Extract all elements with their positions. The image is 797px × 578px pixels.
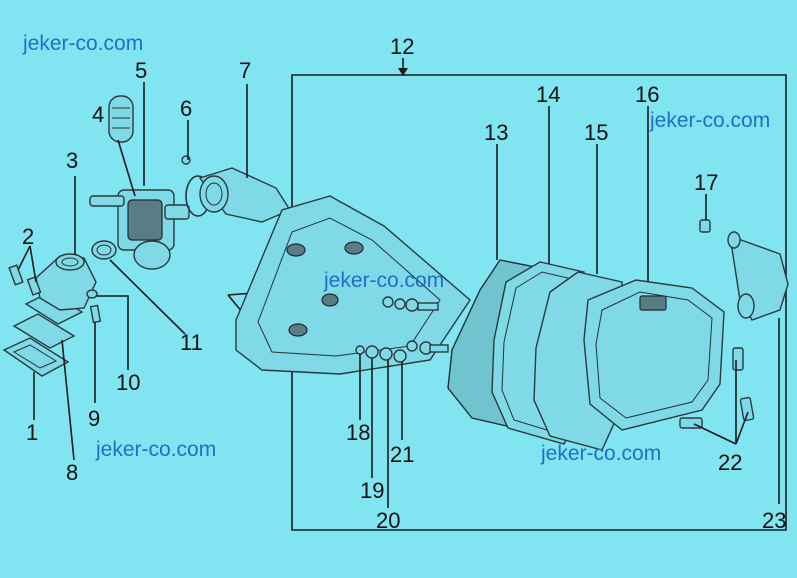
callout-8: 8	[66, 460, 78, 485]
watermark-bottom-right: jeker-co.com	[540, 442, 661, 465]
cap-17	[699, 219, 711, 233]
callout-19: 19	[360, 478, 384, 503]
callout-11: 11	[180, 330, 203, 355]
callout-6: 6	[180, 96, 192, 121]
callout-15: 15	[584, 120, 608, 145]
callout-16: 16	[635, 82, 659, 107]
callout-17: 17	[694, 170, 718, 195]
clamp-11	[91, 240, 117, 260]
bolt-lower-set	[355, 340, 449, 363]
callout-7: 7	[239, 58, 251, 83]
callout-14: 14	[536, 82, 560, 107]
leader-lines	[17, 82, 780, 508]
callout-12: 12	[390, 34, 414, 59]
callout-23: 23	[762, 508, 786, 533]
washer-10	[86, 289, 98, 299]
callout-2: 2	[22, 224, 34, 249]
callout-4: 4	[92, 102, 104, 127]
filter-4	[108, 95, 134, 143]
watermark-top-right: jeker-co.com	[649, 109, 770, 132]
intake-duct-23	[727, 231, 789, 321]
callout-3: 3	[66, 148, 78, 173]
bolt-upper-set	[382, 296, 439, 312]
callout-5: 5	[135, 58, 147, 83]
callout-13: 13	[484, 120, 508, 145]
callout-9: 9	[88, 406, 100, 431]
callout-22: 22	[718, 450, 742, 475]
callout-20: 20	[376, 508, 400, 533]
callout-1: 1	[26, 420, 38, 445]
callout-18: 18	[346, 420, 370, 445]
bolt-2a	[8, 264, 24, 286]
air-cleaner-case	[235, 195, 471, 375]
bolt-2b	[26, 276, 42, 296]
callout-21: 21	[390, 442, 414, 467]
air-cleaner-cover-16	[583, 279, 725, 431]
arrow-12	[398, 68, 408, 76]
intake-pipe-3	[35, 253, 97, 311]
watermark-bottom-left: jeker-co.com	[95, 438, 216, 461]
manifold-gasket-1	[2, 337, 70, 377]
watermark-top-left: jeker-co.com	[22, 32, 143, 55]
callout-10: 10	[116, 370, 140, 395]
carburetor-5	[89, 189, 190, 270]
screw-9	[89, 304, 102, 324]
reed-plate-8	[12, 313, 76, 349]
connecting-tube-7	[198, 167, 292, 223]
watermark-center: jeker-co.com	[323, 269, 444, 292]
